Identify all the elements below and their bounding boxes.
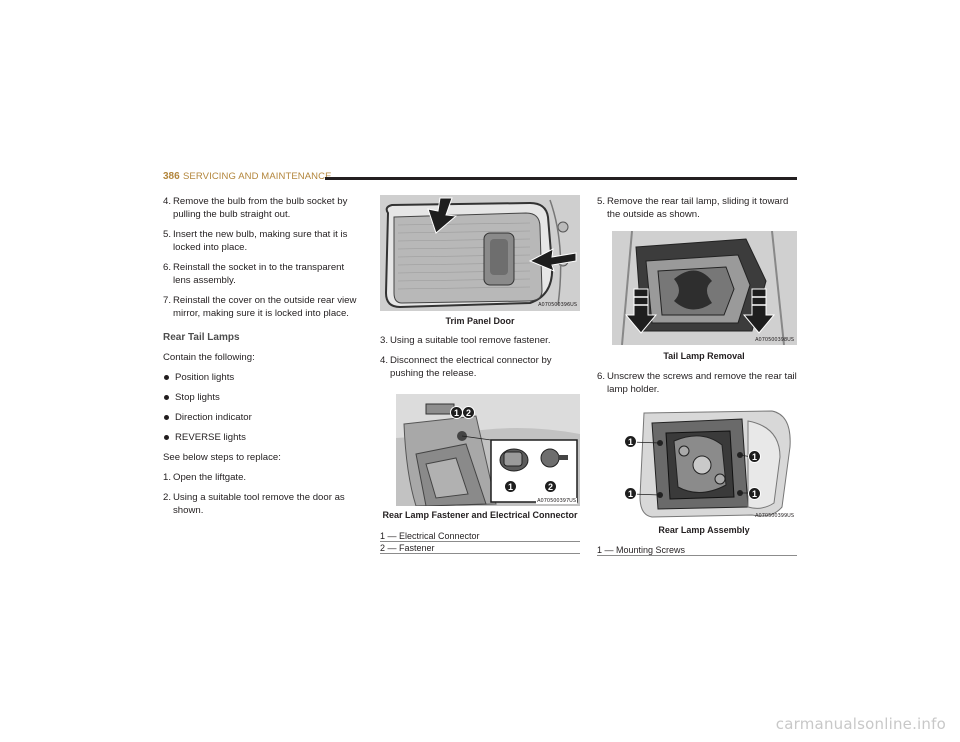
rear-lamp-assembly-illustration xyxy=(631,410,791,518)
tail-lamp-removal-caption: Tail Lamp Removal xyxy=(663,351,745,361)
fastener-legend: 1 — Electrical Connector 2 — Fastener xyxy=(380,530,580,554)
rear-lamp-fastener-figure: 1 2 1 2 A070500397US xyxy=(396,394,580,506)
legend-row: 1 — Electrical Connector xyxy=(380,530,580,542)
callout-2: 2 xyxy=(544,480,557,493)
callout-2: 2 xyxy=(462,406,475,419)
bullet-item: Stop lights xyxy=(163,391,363,404)
step-6: 6.Reinstall the socket in to the transpa… xyxy=(163,262,345,286)
step-3: 3.Using a suitable tool remove fastener. xyxy=(380,335,551,346)
trim-panel-door-illustration xyxy=(380,195,580,311)
rear-lamp-assembly-figure: 1 1 1 1 A070500399US xyxy=(622,407,797,521)
column-2-steps: 3.Using a suitable tool remove fastener.… xyxy=(380,334,580,387)
rear-lamp-fastener-illustration xyxy=(396,394,580,506)
watermark-text: carmanualsonline.info xyxy=(775,715,946,733)
step-4b: 4.Disconnect the electrical connector by… xyxy=(380,355,552,379)
rear-lamp-assembly-caption: Rear Lamp Assembly xyxy=(658,525,750,535)
trim-panel-door-caption: Trim Panel Door xyxy=(445,316,515,326)
header-rule xyxy=(325,177,797,180)
step-6b: 6.Unscrew the screws and remove the rear… xyxy=(597,371,797,395)
column-3-step-6: 6.Unscrew the screws and remove the rear… xyxy=(597,370,799,403)
bullet-item: Position lights xyxy=(163,371,363,384)
see-below-text: See below steps to replace: xyxy=(163,452,281,463)
figure-code: A070500399US xyxy=(755,513,794,519)
legend-row: 2 — Fastener xyxy=(380,542,580,554)
callout-1: 1 xyxy=(748,450,761,463)
callout-1: 1 xyxy=(624,487,637,500)
section-title: SERVICING AND MAINTENANCE xyxy=(183,171,332,182)
callout-1: 1 xyxy=(450,406,463,419)
tail-lamp-removal-illustration xyxy=(612,231,797,345)
step-7: 7.Reinstall the cover on the outside rea… xyxy=(163,295,357,319)
step-5: 5.Insert the new bulb, making sure that … xyxy=(163,229,348,253)
bullet-item: Direction indicator xyxy=(163,411,363,424)
intro-text: Contain the following: xyxy=(163,352,255,363)
rear-lamp-fastener-caption: Rear Lamp Fastener and Electrical Connec… xyxy=(382,510,578,520)
figure-code: A070500398US xyxy=(755,337,794,343)
page-header: 386 SERVICING AND MAINTENANCE xyxy=(163,171,797,185)
mounting-screws-legend: 1 — Mounting Screws xyxy=(597,544,797,556)
figure-code: A070500396US xyxy=(538,302,577,308)
trim-panel-door-figure: A070500396US xyxy=(380,195,580,311)
step-4: 4.Remove the bulb from the bulb socket b… xyxy=(163,196,348,220)
callout-1: 1 xyxy=(748,487,761,500)
step-2: 2.Using a suitable tool remove the door … xyxy=(163,492,345,516)
rear-tail-lamps-heading: Rear Tail Lamps xyxy=(163,332,240,343)
bullet-item: REVERSE lights xyxy=(163,431,363,444)
page-number: 386 xyxy=(163,171,180,182)
step-5b: 5.Remove the rear tail lamp, sliding it … xyxy=(597,196,789,220)
column-3-step-5: 5.Remove the rear tail lamp, sliding it … xyxy=(597,195,799,228)
column-1: 4.Remove the bulb from the bulb socket b… xyxy=(163,195,363,524)
callout-1: 1 xyxy=(504,480,517,493)
step-1: 1.Open the liftgate. xyxy=(163,472,247,483)
tail-lamp-removal-figure: A070500398US xyxy=(612,231,797,345)
callout-1: 1 xyxy=(624,435,637,448)
legend-row: 1 — Mounting Screws xyxy=(597,544,797,556)
figure-code: A070500397US xyxy=(536,498,577,504)
